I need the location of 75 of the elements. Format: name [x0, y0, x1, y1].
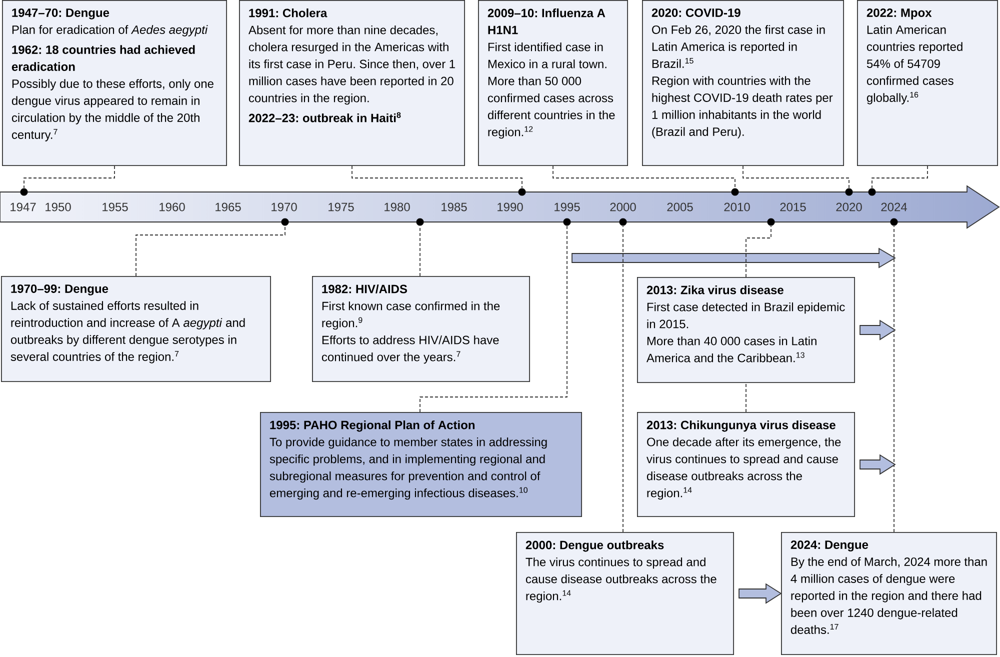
event-box [1, 276, 271, 382]
year-label: 1985 [442, 202, 467, 212]
box-heading: 2024: Dengue [790, 540, 868, 552]
timeline-dot [518, 188, 526, 196]
year-label: 1960 [160, 202, 185, 212]
box-text: Lack of sustained efforts resulted in reintroduction and increase of A aegypti and outbreaks by different dengue serotypes in several countries of the region.$^{7}$ [10, 301, 245, 364]
event-box [312, 276, 530, 382]
timeline-dot [767, 218, 775, 226]
leader-line [136, 226, 286, 276]
leader-line [552, 166, 736, 188]
event-box [642, 0, 844, 166]
box-heading: 1947–70: Dengue [12, 8, 110, 20]
box-heading: 2009–10: Influenza A H1N1 [488, 8, 606, 34]
box-text: To provide guidance to member states in addressing specific problems, and in implementing regional and subregional measures for prevention and control of emerging and re-emerging infectious diseases.$^{10}$ [270, 437, 547, 500]
timeline-dot [731, 188, 739, 196]
leader-line [420, 226, 568, 412]
box-heading: 2022–23: outbreak in Haiti$^{8}$ [248, 112, 401, 122]
timeline-dot [416, 218, 424, 226]
box-text: Latin American countries reported 54% of 54709 confirmed cases globally.$^{16}$ [866, 25, 962, 104]
timeline-dot [868, 188, 876, 196]
year-label: 2010 [724, 202, 750, 212]
year-label: 1955 [102, 202, 128, 212]
event-box [516, 532, 734, 655]
box-heading: 2013: Chikungunya virus disease [646, 420, 836, 432]
box-heading: 1982: HIV/AIDS [322, 284, 407, 294]
leader-line [24, 166, 115, 188]
timeline-dot [281, 218, 289, 226]
event-box [478, 0, 628, 166]
timeline-dot [619, 218, 627, 226]
box-text: Possibly due to these efforts, only one dengue virus appeared to remain in circulation by the middle of the 20th century.$^{7}$ [12, 79, 214, 142]
box-heading: 2013: Zika virus disease [646, 285, 784, 294]
block-arrow [738, 583, 782, 604]
box-text: First case detected in Brazil epidemic in 2015. [647, 302, 845, 328]
box-heading: 1962: 18 countries had achieved eradication [12, 45, 195, 71]
year-label: 1950 [46, 202, 71, 212]
event-box [781, 532, 997, 655]
box-heading: 2000: Dengue outbreaks [526, 540, 664, 552]
timeline-dot [563, 218, 571, 226]
year-label: 2024 [881, 202, 907, 212]
box-text: Region with countries with the highest COVID-19 death rates per 1 million inhabitants in the world (Brazil and Peru). [652, 76, 833, 138]
event-box [637, 277, 855, 383]
box-text: First identified case in Mexico in a rural town. More than 50 000 confirmed cases across different countries in the region.$^{12}$ [488, 42, 615, 139]
box-heading: 1991: Cholera [249, 8, 328, 18]
year-label: 2005 [667, 202, 693, 212]
event-box [637, 412, 855, 517]
box-heading: 1995: PAHO Regional Plan of Action [270, 420, 474, 432]
year-label: 2020 [836, 202, 862, 212]
box-heading: 2020: COVID-19 [652, 8, 740, 17]
box-text: On Feb 26, 2020 the first case in Latin America is reported in Brazil.$^{15}$ [652, 25, 825, 68]
box-text: Plan for eradication of Aedes aegypti [12, 25, 208, 36]
timeline-dot [845, 188, 853, 196]
block-arrow [860, 320, 896, 340]
year-label: 1975 [328, 202, 354, 212]
box-text: Efforts to address HIV/AIDS have continued over the years.$^{7}$ [322, 335, 499, 364]
box-text: More than 40 000 cases in Latin America and the Caribbean.$^{13}$ [646, 336, 816, 362]
event-box [2, 0, 227, 166]
leader-line [746, 226, 772, 278]
box-heading: 2022: Mpox [866, 8, 932, 20]
box-text: The virus continues to spread and cause disease outbreaks across the region.$^{14}$ [526, 557, 716, 603]
event-box [239, 0, 465, 166]
leader-line [622, 226, 624, 532]
box-text: Absent for more than nine decades, cholera resurged in the Americas with its first case in Peru. Since then, over 1 million cases have been reported in 20 countries in the region. [248, 25, 455, 105]
box-text: First known case confirmed in the region.$^{9}$ [322, 301, 500, 330]
timeline-dot [20, 188, 28, 196]
event-box [857, 0, 998, 166]
event-box [260, 412, 582, 517]
box-text: By the end of March, 2024 more than 4 million cases of dengue were reported in the region and there had been over 1240 dengue-related deaths.$^{17}$ [790, 557, 987, 634]
box-heading: 1970–99: Dengue [11, 284, 108, 296]
year-label: 1965 [216, 202, 241, 212]
leader-line [872, 166, 928, 188]
block-arrow [860, 454, 896, 475]
timeline-dot [890, 218, 898, 226]
leader-line [742, 166, 850, 188]
box-text: One decade after its emergence, the virus continues to spread and cause disease outbreaks across the region.$^{14}$ [646, 437, 841, 500]
leader-line [352, 166, 522, 188]
